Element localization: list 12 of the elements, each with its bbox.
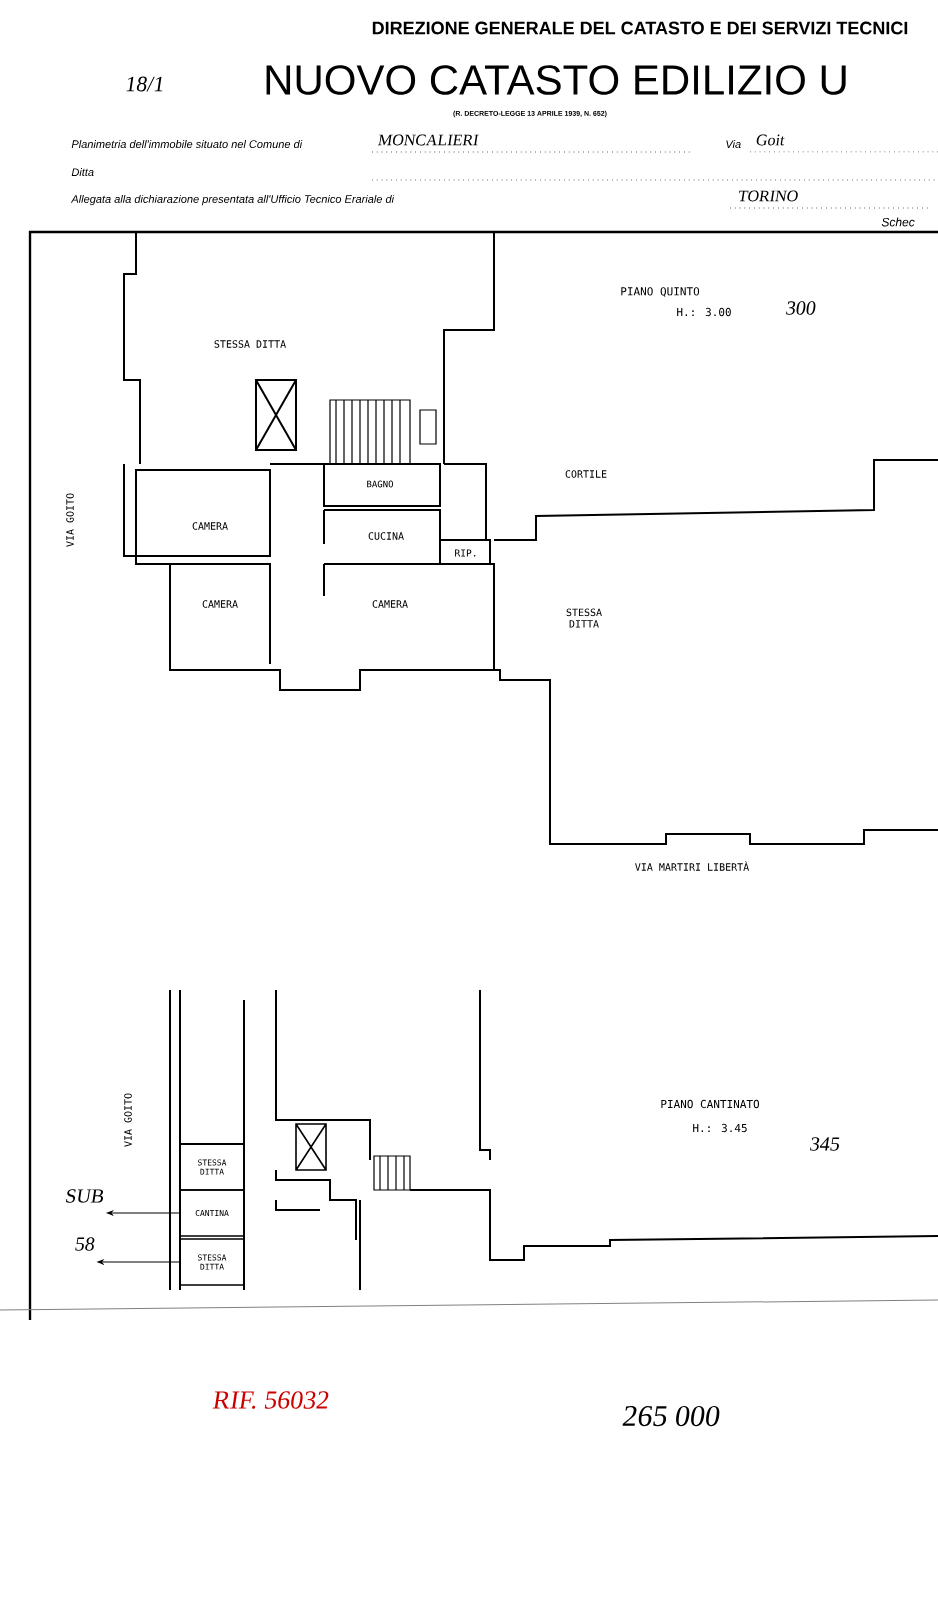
handwritten-entry: MONCALIERI: [377, 134, 479, 146]
handwritten-reference: RIF. 56032: [212, 1391, 329, 1409]
handwritten-label: 58: [75, 1237, 95, 1251]
handwritten-entry: TORINO: [738, 190, 798, 202]
handwritten-label: SUB: [65, 1189, 104, 1203]
heading-text: DIREZIONE GENERALE DEL CATASTO E DEI SERVIZI TECNICI: [372, 21, 908, 35]
handwritten-number: 300: [786, 301, 816, 315]
handwritten-number: 265 000: [622, 1405, 720, 1427]
title: NUOVO CATASTO EDILIZIO U: [266, 65, 846, 95]
handwritten-number: 345: [810, 1137, 840, 1151]
handwritten-number: 18/1: [126, 76, 163, 92]
handwritten-entry: Goit: [756, 134, 785, 146]
